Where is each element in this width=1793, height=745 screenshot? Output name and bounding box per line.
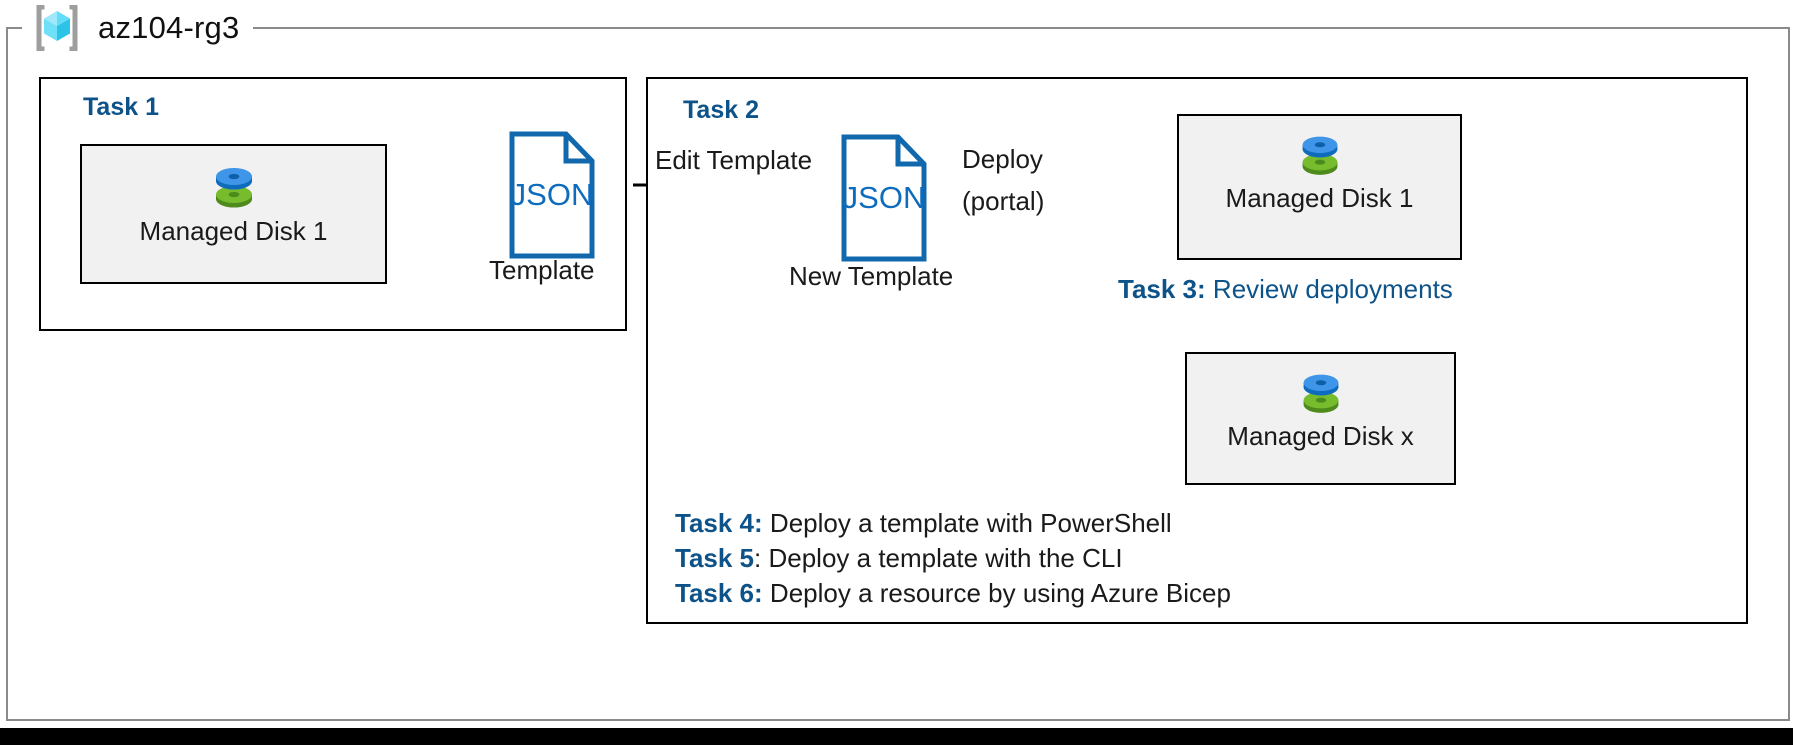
json-document-icon-template: JSON bbox=[509, 131, 595, 259]
task-6-text: Deploy a resource by using Azure Bicep bbox=[762, 578, 1231, 608]
task-3-note: Task 3: Review deployments bbox=[1118, 274, 1453, 305]
resource-group-container bbox=[6, 27, 1790, 721]
task-5-key: Task 5 bbox=[675, 543, 755, 573]
task-3-text: Review deployments bbox=[1205, 274, 1453, 304]
task-4-key: Task 4: bbox=[675, 508, 763, 538]
svg-text:JSON: JSON bbox=[511, 177, 594, 212]
resource-group-header: az104-rg3 bbox=[22, 1, 254, 55]
bottom-bar bbox=[0, 728, 1793, 745]
edit-template-edge-label: Edit Template bbox=[655, 145, 813, 175]
resource-group-name: az104-rg3 bbox=[98, 10, 240, 45]
task-5-note: Task 5: Deploy a template with the CLI bbox=[675, 543, 1123, 574]
task-2-heading: Task 2 bbox=[683, 96, 759, 124]
deploy-edge-label-top: Deploy bbox=[962, 144, 1043, 174]
template-caption: Template bbox=[489, 255, 595, 285]
task-6-note: Task 6: Deploy a resource by using Azure… bbox=[675, 578, 1231, 609]
task-3-key: Task 3: bbox=[1118, 274, 1206, 304]
deploy-edge-label-bottom: (portal) bbox=[962, 186, 1045, 216]
task-6-key: Task 6: bbox=[675, 578, 763, 608]
managed-disk-1-task1-box: Managed Disk 1 bbox=[80, 144, 387, 284]
managed-disk-1-task2-label: Managed Disk 1 bbox=[1225, 183, 1414, 213]
task-4-note: Task 4: Deploy a template with PowerShel… bbox=[675, 508, 1172, 539]
managed-disk-x-box: Managed Disk x bbox=[1185, 352, 1456, 485]
azure-resource-group-icon bbox=[30, 1, 84, 55]
managed-disk-icon bbox=[1292, 125, 1348, 181]
task-1-heading: Task 1 bbox=[83, 93, 159, 121]
managed-disk-icon bbox=[1293, 363, 1349, 419]
task-5-separator: : bbox=[754, 543, 762, 573]
managed-disk-1-task2-box: Managed Disk 1 bbox=[1177, 114, 1462, 260]
svg-text:JSON: JSON bbox=[843, 180, 926, 215]
managed-disk-icon bbox=[205, 156, 263, 214]
task-5-text: Deploy a template with the CLI bbox=[761, 543, 1123, 573]
managed-disk-1-task1-label: Managed Disk 1 bbox=[139, 216, 328, 246]
task-4-text: Deploy a template with PowerShell bbox=[762, 508, 1172, 538]
managed-disk-x-label: Managed Disk x bbox=[1227, 421, 1414, 451]
new-template-caption: New Template bbox=[789, 261, 954, 291]
json-document-icon-new-template: JSON bbox=[841, 134, 927, 262]
